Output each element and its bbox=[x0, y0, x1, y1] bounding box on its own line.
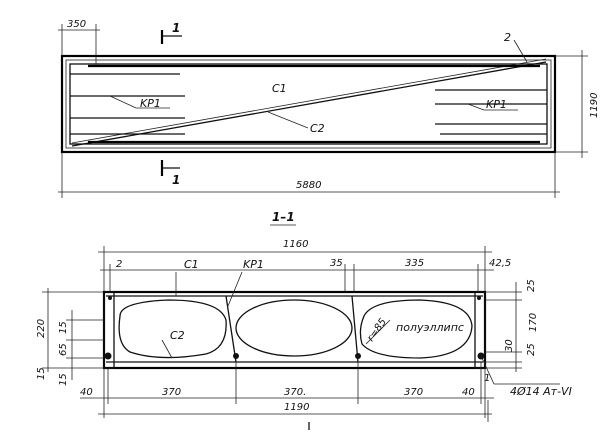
rebar-top-right bbox=[477, 296, 481, 300]
plan-inner-frame bbox=[65, 59, 552, 149]
void-oval-middle bbox=[235, 299, 353, 357]
dim-65-text: 65 bbox=[58, 343, 69, 356]
plan-slab-outline bbox=[60, 54, 557, 154]
section-kp1-label: KP1 bbox=[243, 258, 264, 271]
kp1-frame-2 bbox=[351, 295, 359, 363]
plan-c2-leader bbox=[267, 111, 309, 129]
dim-1190-text: 1190 bbox=[589, 93, 600, 118]
dim-350-text: 350 bbox=[67, 19, 86, 30]
dim-1160-text: 1160 bbox=[283, 239, 308, 250]
dim-15-mid-text: 15 bbox=[36, 367, 47, 380]
rebar-bottom-2 bbox=[233, 353, 239, 359]
rebar-spec-text: 4Ø14 Aт-VI bbox=[510, 385, 572, 398]
item-2-text: 2 bbox=[504, 31, 511, 44]
dim-15-top-text: 15 bbox=[58, 321, 69, 334]
r85-leader bbox=[365, 319, 391, 345]
section-c2-leader bbox=[161, 339, 173, 359]
dim-5880-text: 5880 bbox=[296, 180, 321, 191]
rebar-bottom-left bbox=[104, 352, 112, 360]
plan-kp1-left-label: KP1 bbox=[140, 97, 161, 110]
mesh-c2-diagonal bbox=[71, 61, 547, 147]
mesh-c2-diagonal-2 bbox=[71, 58, 547, 144]
dim-370-1-text: 370 bbox=[162, 387, 181, 398]
plan-c2-label: C2 bbox=[310, 122, 325, 135]
dim-370-3-text: 370 bbox=[404, 387, 423, 398]
dim-220-text: 220 bbox=[36, 319, 47, 338]
kp1-frame-1 bbox=[225, 295, 237, 363]
dim-335-text: 335 bbox=[405, 258, 424, 269]
rebar-bottom-3 bbox=[355, 353, 361, 359]
section-mark-top-text: 1 bbox=[172, 21, 180, 35]
section-c2-label: C2 bbox=[170, 329, 185, 342]
plan-kp1-right-label: KP1 bbox=[486, 98, 507, 111]
plan-c1-label: C1 bbox=[272, 82, 287, 95]
section-edge-frame-left bbox=[103, 291, 115, 369]
rebar-callout-leader bbox=[480, 355, 495, 385]
poluellips-label: полуэллипс bbox=[396, 321, 464, 334]
section-c1-label: C1 bbox=[184, 258, 199, 271]
section-mark-bottom-text: 1 bbox=[172, 173, 180, 187]
dim-15-bottom-text: 15 bbox=[58, 373, 69, 386]
dim-30-text: 30 bbox=[504, 339, 515, 352]
dim-2-text: 2 bbox=[116, 259, 122, 270]
dim-40-left-text: 40 bbox=[80, 387, 93, 398]
section-view: 1–1 1160 2 35 335 42,5 bbox=[36, 210, 572, 430]
section-edge-frame-right bbox=[474, 291, 486, 369]
dim-35-text: 35 bbox=[330, 258, 343, 269]
item-2-leader bbox=[513, 39, 528, 63]
section-title: 1–1 bbox=[272, 210, 295, 224]
section-kp1-leader bbox=[227, 271, 243, 307]
plan-kp1-left-leader bbox=[109, 95, 137, 109]
dim-25-top-text: 25 bbox=[526, 279, 537, 292]
dim-170-text: 170 bbox=[528, 313, 539, 332]
dim-42-5-text: 42,5 bbox=[489, 258, 511, 269]
plan-view: 350 1 1 2 C1 C2 KP1 KP1 1190 5880 bbox=[58, 19, 600, 198]
plan-kp1-right-leader bbox=[467, 103, 485, 111]
void-oval-right bbox=[359, 299, 473, 359]
dim-370-2-text: 370. bbox=[284, 387, 306, 398]
void-oval-left bbox=[118, 299, 227, 359]
dim-25-bottom-text: 25 bbox=[526, 343, 537, 356]
r85-label: r=85 bbox=[365, 317, 388, 344]
rebar-top-left bbox=[108, 296, 112, 300]
item-1-text: 1 bbox=[484, 373, 490, 384]
dim-40-right-text: 40 bbox=[462, 387, 475, 398]
dim-1190-section-text: 1190 bbox=[284, 402, 309, 413]
